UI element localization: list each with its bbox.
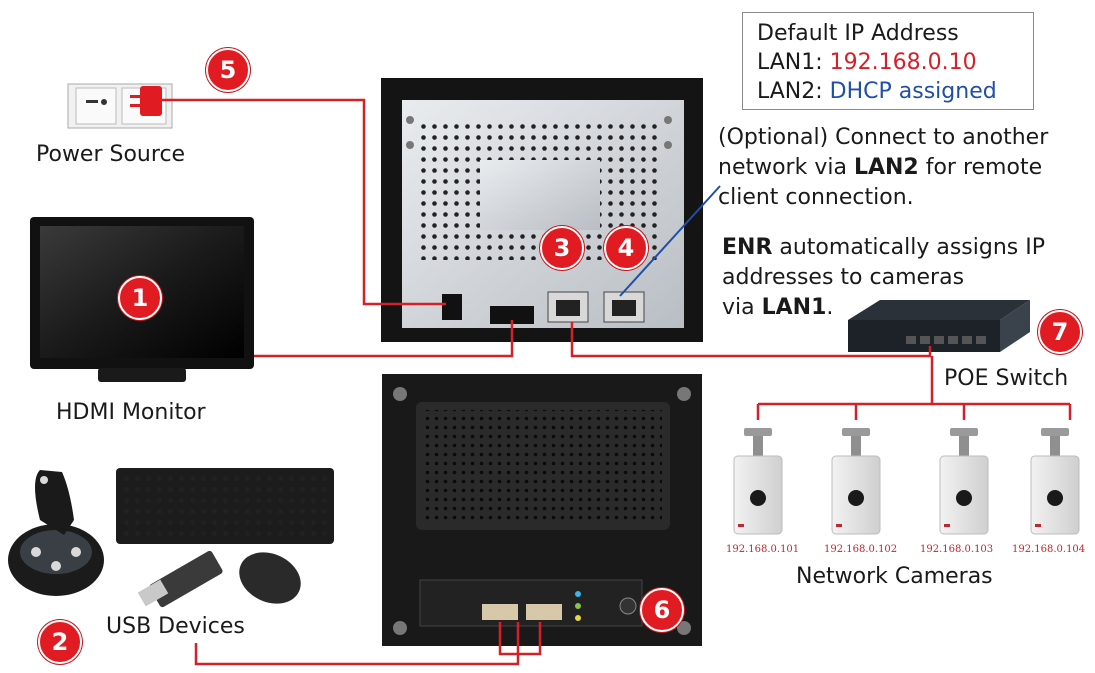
joystick-icon [8, 470, 104, 596]
usb-devices-label: USB Devices [106, 614, 245, 639]
camera-ip-label: 192.168.0.101 [726, 544, 800, 555]
poe-switch-label: POE Switch [944, 366, 1069, 391]
camera-ip-label: 192.168.0.102 [824, 544, 898, 555]
camera-ip-label: 192.168.0.103 [920, 544, 994, 555]
camera-icon [733, 428, 783, 535]
camera-ip-label: 192.168.0.104 [1012, 544, 1086, 555]
mouse-icon [239, 552, 301, 604]
enr-line3-lan1: LAN1 [761, 295, 827, 320]
power-source-label: Power Source [36, 142, 186, 167]
enr-line3-pre: via [722, 295, 762, 320]
lan2-cable [619, 185, 721, 297]
enr-line3-post: . [826, 295, 834, 320]
usb-stick-icon [137, 550, 223, 608]
camera-icon [1030, 428, 1080, 535]
badge-poe-switch: 7 [1038, 310, 1082, 354]
hdmi-monitor-label: HDMI Monitor [56, 400, 206, 425]
lan1-row: LAN1: 192.168.0.10 [757, 48, 1019, 77]
optional-note-pre: network via [718, 155, 854, 180]
lan1-value: 192.168.0.10 [829, 50, 977, 75]
optional-note-line3: client connection. [718, 185, 914, 210]
enr-note-line1: ENR automatically assigns IP [722, 234, 1045, 262]
optional-note-post: for remote [918, 155, 1043, 180]
switch-icon [848, 300, 1030, 352]
badge-front-usb: 6 [640, 588, 684, 632]
optional-note-line2: network via LAN2 for remote [718, 154, 1042, 182]
network-cameras-label: Network Cameras [796, 564, 993, 589]
camera-icon [831, 428, 881, 535]
badge-lan1: 3 [540, 226, 584, 270]
badge-hdmi: 1 [118, 276, 162, 320]
enr-line1-post: automatically assigns IP [772, 235, 1045, 260]
camera-icon [939, 428, 989, 535]
camera-group [733, 428, 1080, 535]
nvr-back-icon [381, 78, 703, 342]
cable-lines [158, 98, 1072, 666]
enr-note-line2: addresses to cameras [722, 265, 965, 290]
keyboard-icon [116, 468, 334, 544]
default-ip-box: Default IP Address LAN1: 192.168.0.10 LA… [742, 12, 1034, 110]
lan2-label: LAN2: [757, 79, 830, 104]
enr-note-line3: via LAN1. [722, 294, 833, 322]
enr-bold: ENR [722, 235, 773, 260]
lan2-row: LAN2: DHCP assigned [757, 77, 1019, 106]
lan2-value: DHCP assigned [829, 79, 997, 104]
nvr-front-icon [382, 374, 702, 646]
optional-note-lan2: LAN2 [853, 155, 919, 180]
ip-box-title: Default IP Address [757, 21, 959, 46]
optional-note-line1: (Optional) Connect to another [718, 125, 1049, 150]
badge-lan2: 4 [604, 226, 648, 270]
badge-usb: 2 [38, 620, 82, 664]
badge-power: 5 [206, 48, 250, 92]
lan1-label: LAN1: [757, 50, 830, 75]
power-outlet-icon [67, 83, 173, 129]
